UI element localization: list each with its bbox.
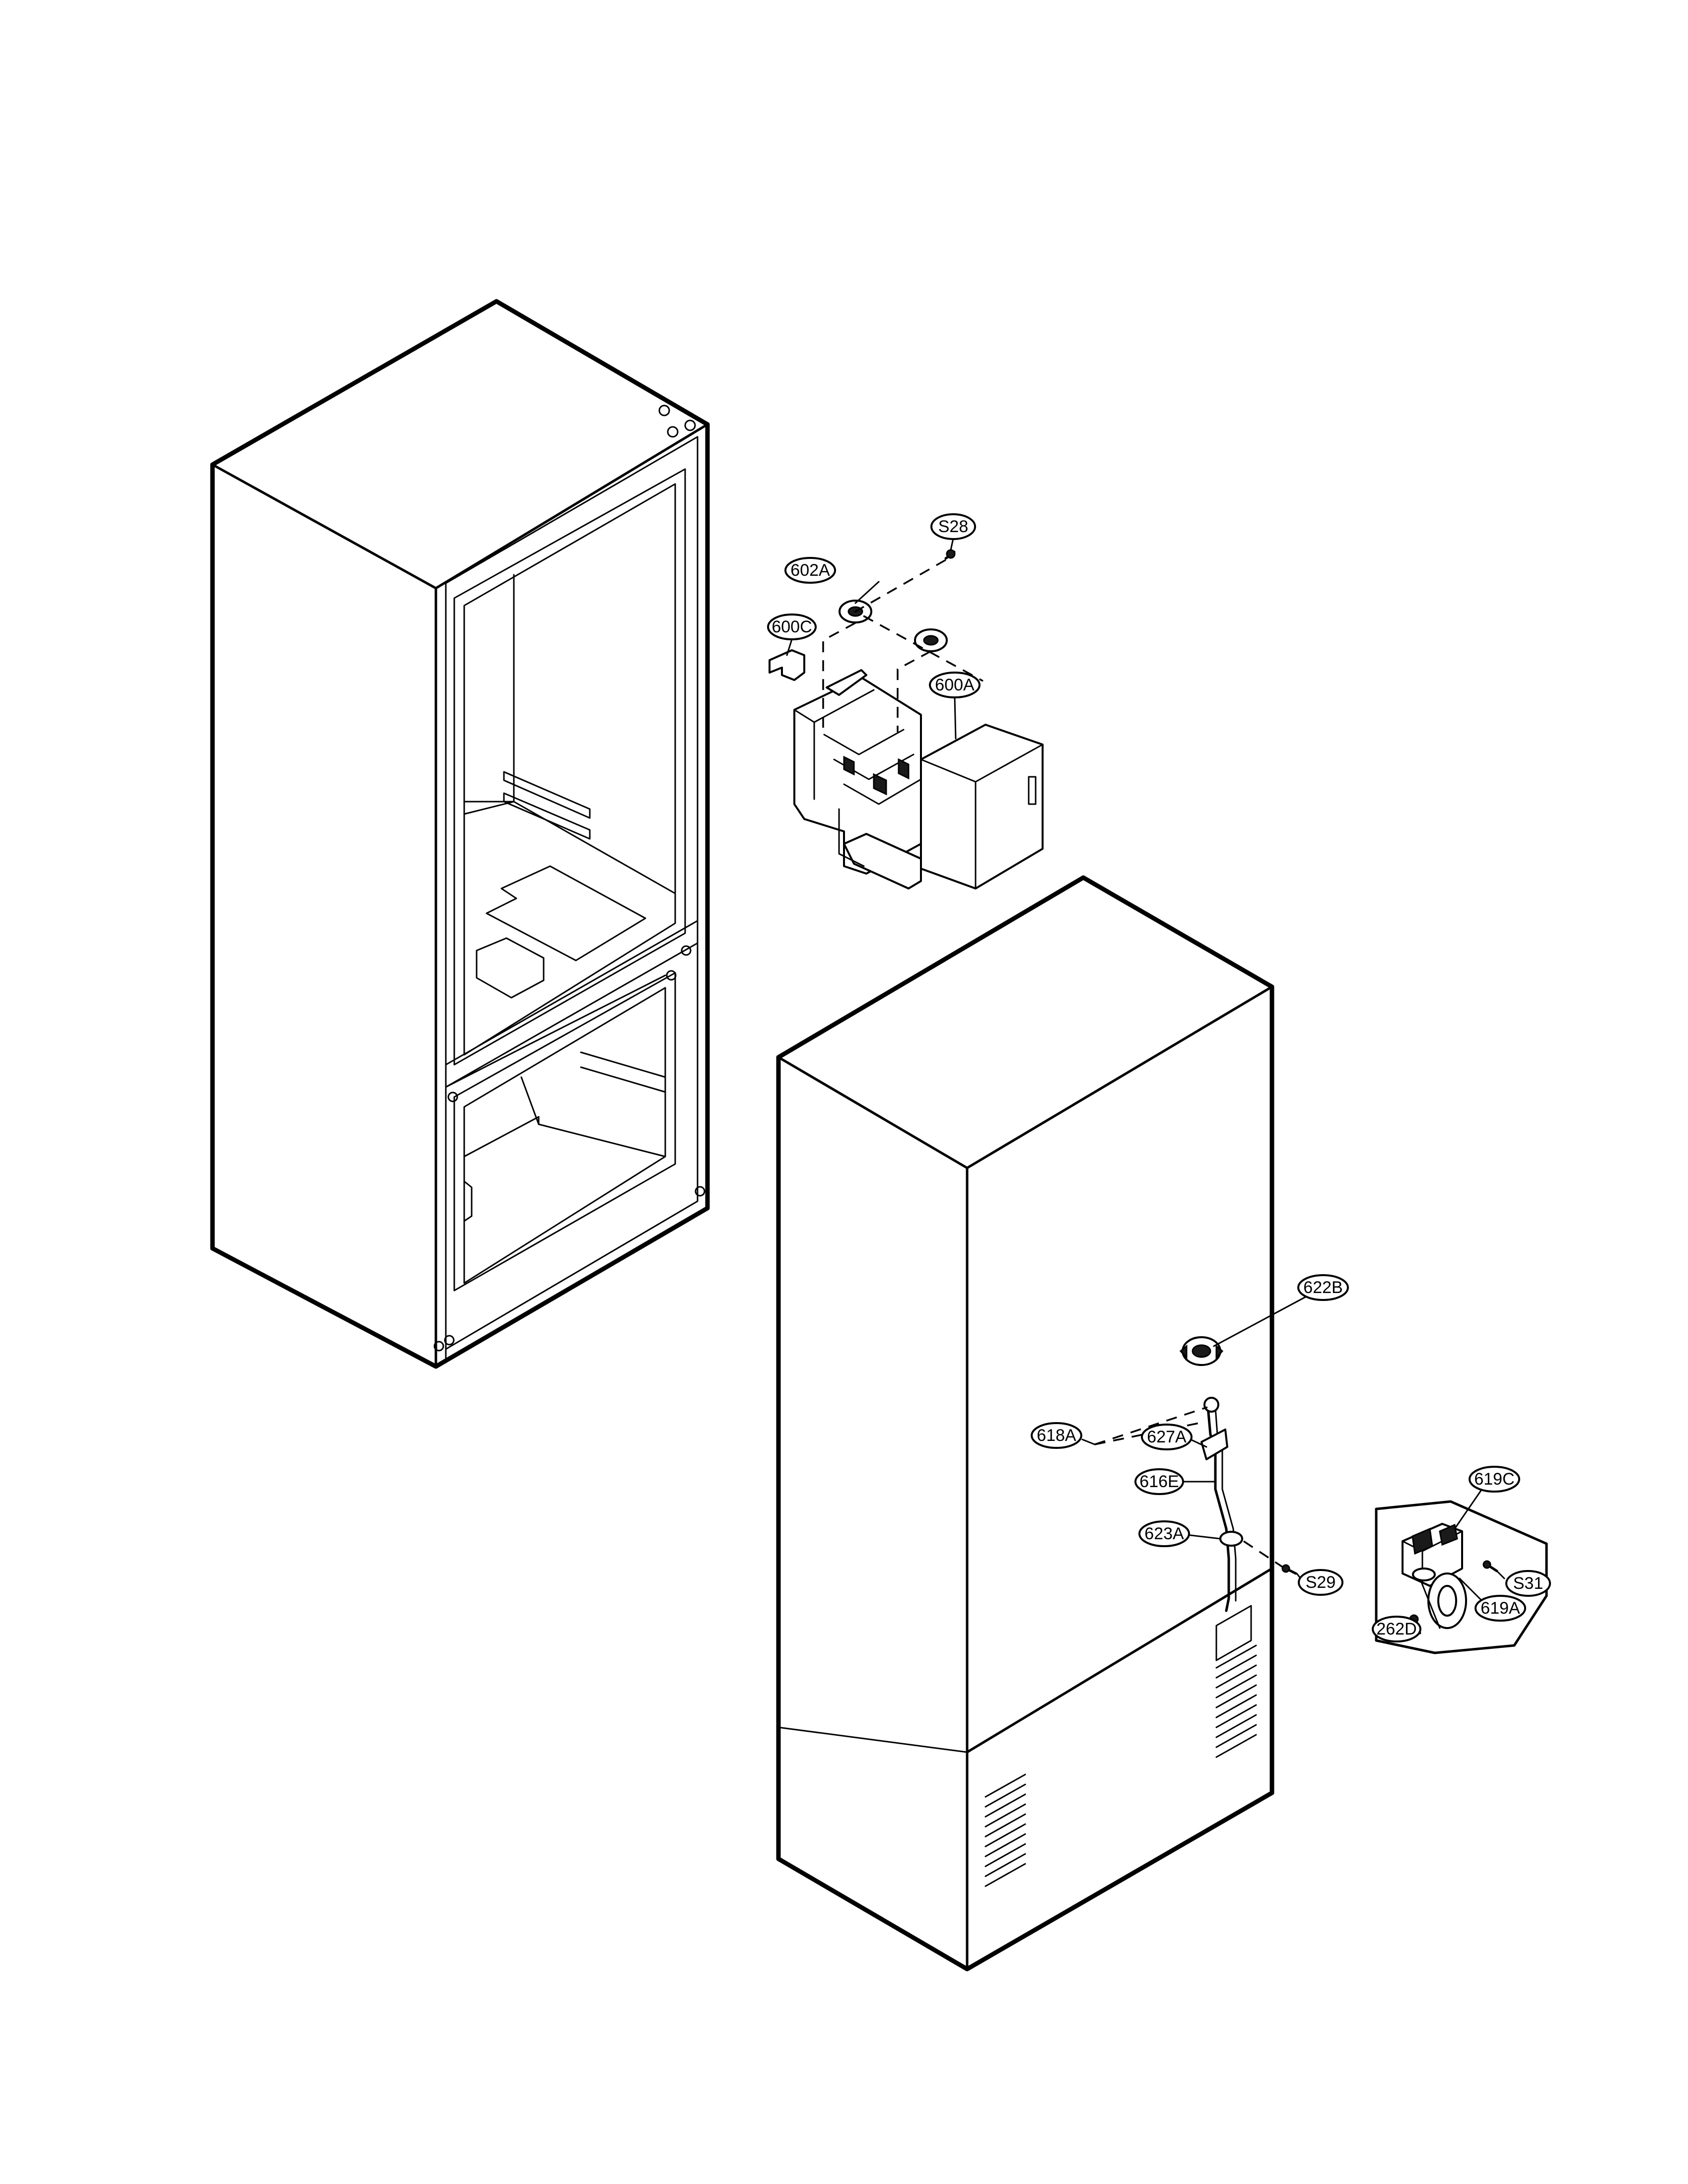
- callout-262d: 262D: [1372, 1616, 1421, 1642]
- ice-maker-assembly: [769, 549, 1044, 889]
- cabinet-front: [210, 299, 710, 1369]
- screw-s29: [1281, 1564, 1297, 1575]
- callout-text: 600A: [935, 676, 975, 694]
- callout-text: S31: [1513, 1574, 1544, 1593]
- callout-text: 616E: [1139, 1472, 1179, 1491]
- callout-s28: S28: [930, 513, 976, 540]
- grommet-622b: [1179, 1336, 1224, 1366]
- callout-619c: 619C: [1469, 1466, 1520, 1493]
- callout-600a: 600A: [929, 672, 981, 698]
- callout-s31: S31: [1505, 1570, 1551, 1597]
- callout-text: S28: [938, 517, 969, 536]
- cabinet-rear: [776, 875, 1274, 1972]
- callout-text: 262D: [1376, 1620, 1416, 1638]
- callout-623a: 623A: [1138, 1520, 1190, 1547]
- callout-602a: 602A: [784, 557, 836, 584]
- callout-text: S29: [1306, 1573, 1336, 1592]
- callout-text: 627A: [1147, 1428, 1187, 1446]
- callout-619a: 619A: [1475, 1595, 1526, 1622]
- callout-text: 622B: [1303, 1278, 1342, 1297]
- callout-627a: 627A: [1141, 1424, 1193, 1450]
- vent-louvers-side: [985, 1774, 1026, 1887]
- water-fill-parts: [1094, 1336, 1297, 1612]
- callout-text: 600C: [772, 617, 812, 636]
- callout-text: 602A: [790, 561, 830, 580]
- callout-text: 619C: [1474, 1470, 1514, 1489]
- callout-622b: 622B: [1297, 1274, 1349, 1301]
- callout-s29: S29: [1298, 1569, 1343, 1596]
- screw-s28: [944, 549, 956, 560]
- callout-618a: 618A: [1031, 1422, 1082, 1449]
- grommet-602a-right: [914, 628, 948, 652]
- vent-louvers-rear: [1215, 1644, 1257, 1758]
- callout-text: 623A: [1144, 1524, 1184, 1543]
- callout-text: 618A: [1037, 1426, 1076, 1445]
- callout-600c: 600C: [767, 614, 817, 640]
- callout-text: 619A: [1480, 1599, 1520, 1618]
- callout-616e: 616E: [1134, 1468, 1184, 1495]
